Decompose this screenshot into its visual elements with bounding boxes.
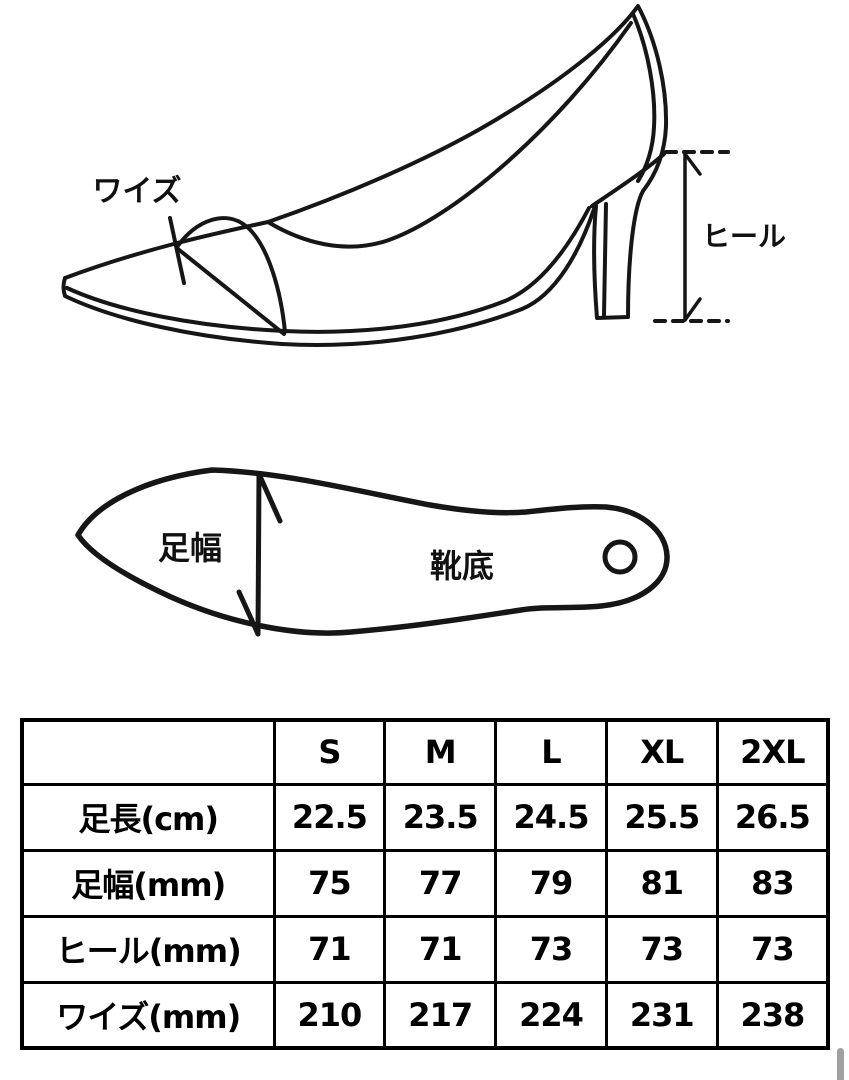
col-header-m: M (383, 718, 498, 786)
row-label-wise: ワイズ(mm) (20, 980, 276, 1050)
foot-width-arrow-bottom (236, 589, 261, 637)
table-row: 足幅(mm) 75 77 79 81 83 (20, 848, 830, 918)
corner-cell (20, 718, 276, 786)
cell-value: 25.5 (604, 782, 719, 852)
cell-value: 75 (272, 848, 387, 918)
col-header-2xl: 2XL (715, 718, 830, 786)
width-label: ワイズ (92, 174, 181, 209)
table-header-row: S M L XL 2XL (20, 718, 830, 786)
table-row: ワイズ(mm) 210 217 224 231 238 (20, 980, 830, 1050)
pump-inner-rim-line (631, 12, 657, 183)
cell-value: 217 (383, 980, 498, 1050)
width-girth-chord (176, 247, 286, 336)
col-header-l: L (494, 718, 608, 786)
cell-value: 79 (494, 848, 608, 918)
width-girth-arc (175, 216, 287, 334)
size-table: S M L XL 2XL 足長(cm) 22.5 23.5 24.5 25.5 … (20, 718, 830, 1050)
col-header-xl: XL (604, 718, 719, 786)
cell-value: 83 (715, 848, 830, 918)
pump-sole-top-line (65, 206, 591, 334)
heel-label: ヒール (702, 220, 786, 253)
pump-sole-bottom-line (61, 207, 596, 347)
cell-value: 73 (604, 914, 719, 984)
pump-heel-inner-line (602, 202, 608, 317)
foot-width-line (255, 471, 262, 637)
shoe-measurement-diagram: ワイズ ヒール 足幅 靴底 (61, 4, 786, 637)
cell-value: 77 (383, 848, 498, 918)
heel-dim-arrow-top (683, 152, 702, 176)
table-row: 足長(cm) 22.5 23.5 24.5 25.5 26.5 (20, 782, 830, 852)
cell-value: 71 (272, 914, 387, 984)
sole-label: 靴底 (430, 547, 494, 585)
cell-value: 73 (715, 914, 830, 984)
sole-heel-dot (602, 539, 638, 575)
col-header-s: S (272, 718, 387, 786)
scrollbar-thumb[interactable] (837, 1048, 844, 1080)
table-row: ヒール(mm) 71 71 73 73 73 (20, 914, 830, 984)
row-label-foot-width: 足幅(mm) (20, 848, 276, 918)
cell-value: 22.5 (272, 782, 387, 852)
pump-outline (63, 4, 669, 320)
sole-outline (75, 467, 670, 636)
cell-value: 71 (383, 914, 498, 984)
foot-width-arrow-top (256, 471, 283, 524)
pump-opening-curve (266, 21, 633, 249)
row-label-foot-length: 足長(cm) (20, 782, 276, 852)
row-label-heel: ヒール(mm) (20, 914, 276, 984)
pump-heel-seat-line (590, 152, 666, 208)
cell-value: 224 (494, 980, 608, 1050)
cell-value: 238 (715, 980, 830, 1050)
cell-value: 26.5 (715, 782, 830, 852)
cell-value: 73 (494, 914, 608, 984)
foot-width-label: 足幅 (158, 529, 222, 567)
cell-value: 210 (272, 980, 387, 1050)
cell-value: 81 (604, 848, 719, 918)
cell-value: 23.5 (383, 782, 498, 852)
cell-value: 24.5 (494, 782, 608, 852)
heel-dim-arrow-bottom (683, 297, 702, 322)
cell-value: 231 (604, 980, 719, 1050)
